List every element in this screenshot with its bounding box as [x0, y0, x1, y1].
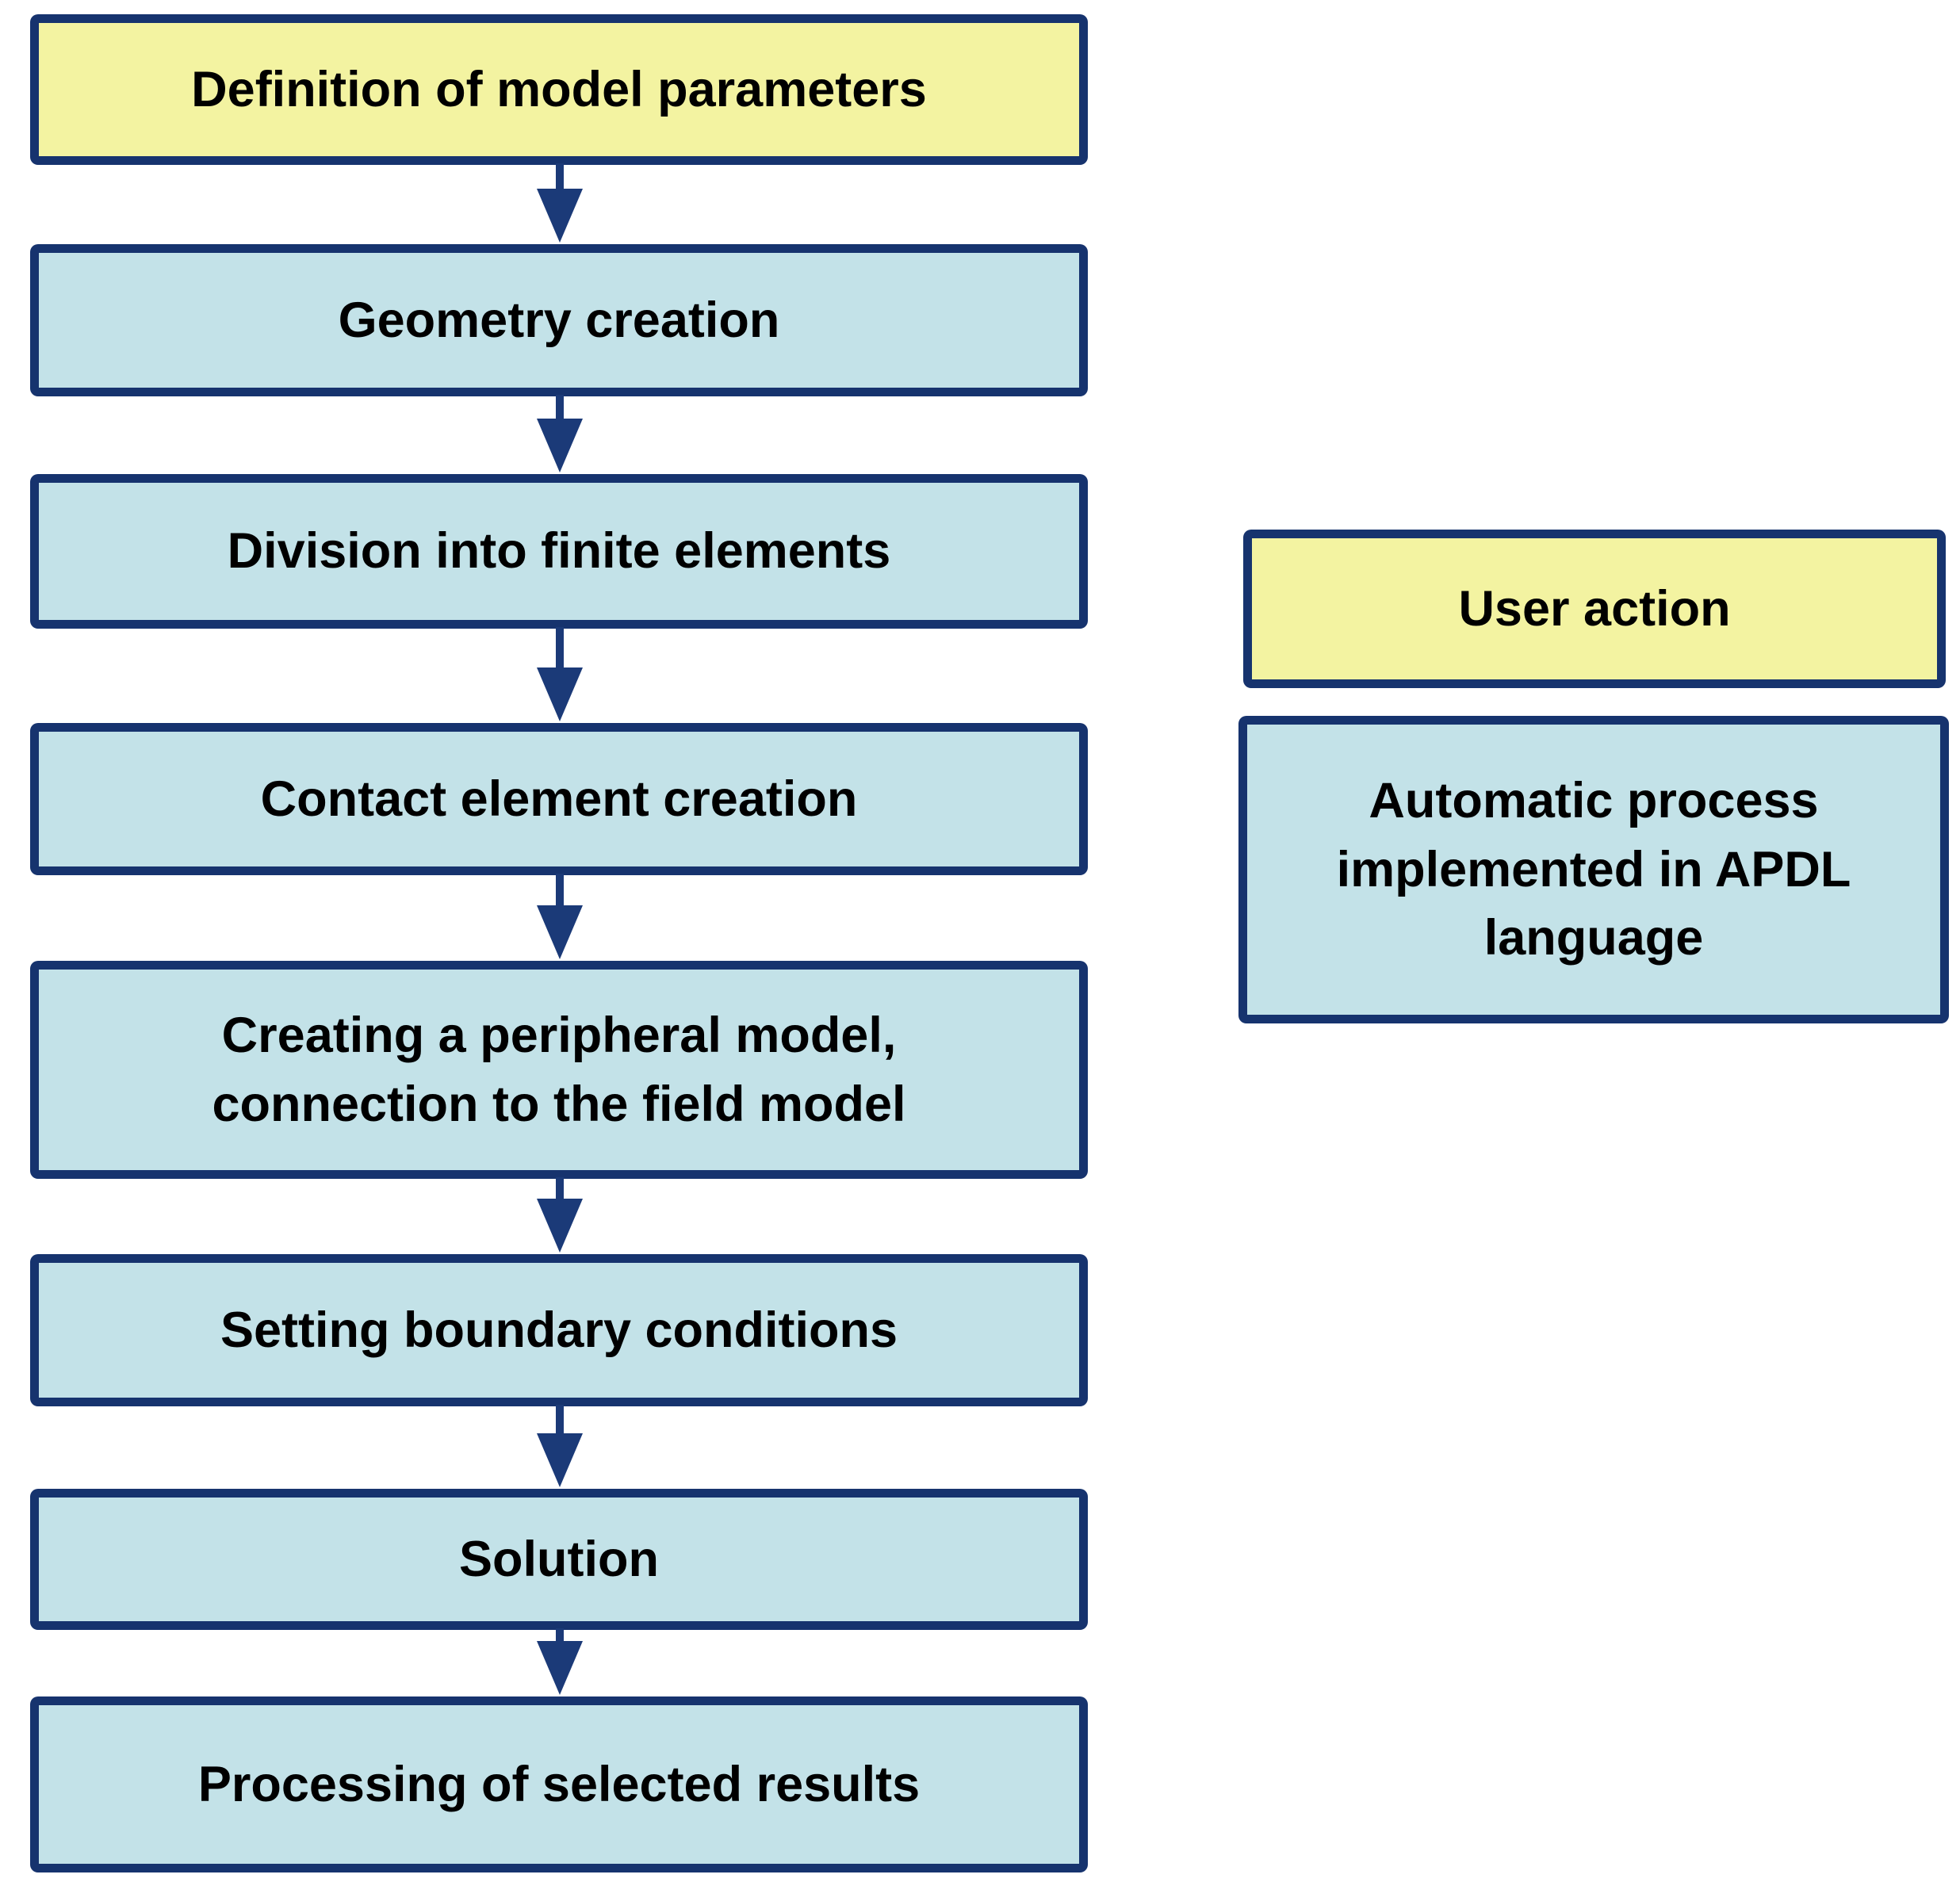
- legend-user-action-label: User action: [1458, 580, 1731, 637]
- down-arrow-icon: [536, 1177, 584, 1253]
- arrow-stem: [556, 627, 564, 667]
- flow-step-label: Setting boundary conditions: [220, 1302, 898, 1358]
- flow-step-label: Contact element creation: [260, 771, 858, 827]
- arrow-head: [537, 189, 583, 243]
- arrow-stem: [556, 395, 564, 419]
- flow-step-processing-of-selected-results: Processing of selected results: [30, 1696, 1088, 1872]
- flow-step-label: Creating a peripheral model, connection …: [212, 1007, 906, 1132]
- arrow-stem: [556, 1628, 564, 1641]
- arrow-head: [537, 1433, 583, 1487]
- down-arrow-icon: [536, 395, 584, 472]
- flow-step-label: Solution: [459, 1531, 659, 1587]
- flow-step-geometry-creation: Geometry creation: [30, 244, 1088, 396]
- arrow-head: [537, 667, 583, 721]
- down-arrow-icon: [536, 627, 584, 721]
- flow-step-contact-element-creation: Contact element creation: [30, 723, 1088, 875]
- arrow-stem: [556, 163, 564, 189]
- down-arrow-icon: [536, 1405, 584, 1487]
- legend-automatic-process-box: Automatic process implemented in APDL la…: [1238, 716, 1949, 1023]
- down-arrow-icon: [536, 1628, 584, 1695]
- arrow-stem: [556, 1177, 564, 1199]
- arrow-stem: [556, 874, 564, 905]
- legend-user-action-box: User action: [1243, 530, 1946, 688]
- arrow-head: [537, 1641, 583, 1695]
- flow-step-label: Definition of model parameters: [191, 61, 927, 117]
- flow-step-solution: Solution: [30, 1489, 1088, 1630]
- arrow-stem: [556, 1405, 564, 1433]
- flow-step-division-into-finite-elements: Division into finite elements: [30, 474, 1088, 629]
- flow-step-setting-boundary-conditions: Setting boundary conditions: [30, 1254, 1088, 1406]
- down-arrow-icon: [536, 163, 584, 243]
- arrow-head: [537, 1199, 583, 1253]
- flow-step-definition-of-model-parameters: Definition of model parameters: [30, 14, 1088, 165]
- flow-step-label: Division into finite elements: [227, 523, 891, 580]
- flow-step-creating-peripheral-model: Creating a peripheral model, connection …: [30, 961, 1088, 1179]
- arrow-head: [537, 419, 583, 472]
- arrow-head: [537, 905, 583, 959]
- flow-step-label: Processing of selected results: [197, 1756, 921, 1812]
- legend-automatic-process-label: Automatic process implemented in APDL la…: [1336, 772, 1851, 966]
- down-arrow-icon: [536, 874, 584, 959]
- flow-step-label: Geometry creation: [338, 292, 780, 348]
